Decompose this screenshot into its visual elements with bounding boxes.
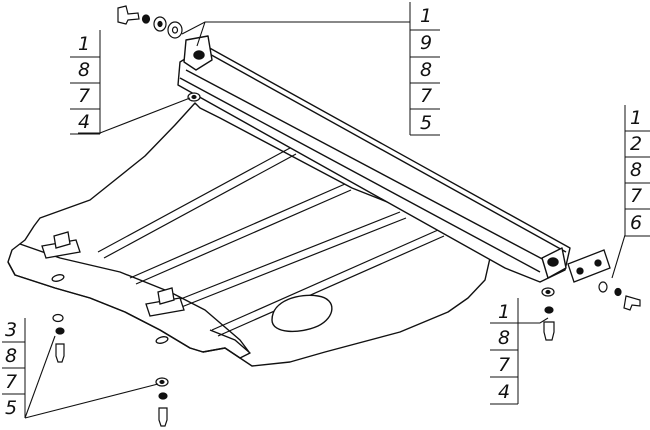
rib-2 xyxy=(129,183,346,279)
upper-left-washer-hole xyxy=(191,94,197,100)
rib-2b xyxy=(135,189,352,285)
right-washer xyxy=(598,281,608,293)
crossbar-top-edge xyxy=(185,69,549,263)
top-bolt xyxy=(117,5,140,25)
ll-washer-1 xyxy=(52,313,64,323)
callout-center-bolt-2: 7 xyxy=(498,354,510,376)
crossbar-inner-edge xyxy=(205,51,567,253)
ll-nut-1 xyxy=(55,327,65,335)
rib-1 xyxy=(97,147,291,253)
callout-upper-left-1: 8 xyxy=(78,59,90,81)
callout-center-bolt: 1 8 7 4 xyxy=(490,298,519,405)
right-bolt-set xyxy=(598,281,641,311)
center-nut xyxy=(544,306,554,314)
left-bracket-hole xyxy=(193,50,205,60)
right-bolt xyxy=(623,295,641,311)
leader-lines xyxy=(24,21,626,419)
callout-lower-left-2: 7 xyxy=(5,371,17,393)
callout-right-side-4: 6 xyxy=(630,212,642,234)
lower-left-bolt-set xyxy=(52,313,169,427)
callout-lower-left: 3 8 7 5 xyxy=(2,318,26,419)
right-bracket-hole xyxy=(547,257,559,267)
callout-upper-left: 1 8 7 4 xyxy=(70,30,101,135)
callout-upper-left-3: 4 xyxy=(78,111,90,133)
ll-bolt-1 xyxy=(55,343,65,363)
callout-lower-left-1: 8 xyxy=(5,345,17,367)
callout-top-bolt-0: 1 xyxy=(420,5,432,27)
rib-1b xyxy=(103,153,297,259)
callout-right-side-2: 8 xyxy=(630,159,642,181)
callout-lower-left-3: 5 xyxy=(5,397,17,419)
callout-right-side-1: 2 xyxy=(630,133,642,155)
leader-right xyxy=(611,234,626,279)
right-nut xyxy=(614,287,622,297)
rib-4 xyxy=(211,229,439,331)
front-tabs xyxy=(41,231,185,344)
tab-left-stem xyxy=(53,231,71,249)
top-bolt-set xyxy=(117,5,183,39)
oval-cutout xyxy=(271,294,333,333)
ll-washer-2-hole xyxy=(159,379,165,385)
rib-3b xyxy=(173,217,407,311)
callout-upper-left-2: 7 xyxy=(78,85,90,107)
crossbar xyxy=(177,35,571,283)
center-bolt xyxy=(543,321,555,341)
top-washer-1-hole xyxy=(157,20,163,28)
mount-hole-2 xyxy=(594,259,602,267)
leader-top-2 xyxy=(196,21,206,47)
callout-center-bolt-0: 1 xyxy=(498,301,510,323)
callout-right-side: 1 2 8 7 6 xyxy=(624,105,650,237)
mount-hole-1 xyxy=(576,267,584,275)
leader-lower-left-2 xyxy=(24,383,159,419)
top-washer-2-hole xyxy=(171,26,179,34)
slot-left xyxy=(51,274,65,282)
callout-right-side-3: 7 xyxy=(630,185,642,207)
rib-3 xyxy=(167,211,401,305)
stiffening-ribs xyxy=(97,147,445,337)
tab-right-stem xyxy=(157,287,175,305)
callout-center-bolt-1: 8 xyxy=(498,327,510,349)
callout-top-bolt-2: 8 xyxy=(420,59,432,81)
callout-upper-left-0: 1 xyxy=(78,33,90,55)
rear-mount-plate xyxy=(567,249,611,283)
center-bolt-set xyxy=(541,287,555,341)
leader-lower-left-1 xyxy=(24,335,56,419)
hardware xyxy=(52,5,641,427)
ll-bolt-2 xyxy=(158,407,168,427)
crossbar-mid-edge xyxy=(179,77,541,273)
callout-lower-left-0: 3 xyxy=(5,319,17,341)
cutout-ring xyxy=(271,294,333,333)
rib-4b xyxy=(217,235,445,337)
callout-top-bolt-1: 9 xyxy=(420,32,432,54)
callout-top-bolt: 1 9 8 7 5 xyxy=(409,2,440,136)
center-washer-hole xyxy=(545,289,551,295)
slot-right xyxy=(155,336,169,344)
top-nut xyxy=(141,14,151,24)
ll-nut-2 xyxy=(158,392,168,400)
callout-top-bolt-3: 7 xyxy=(420,85,432,107)
callout-center-bolt-3: 4 xyxy=(498,381,510,403)
front-lip xyxy=(7,261,251,359)
callout-right-side-0: 1 xyxy=(630,107,642,129)
callout-top-bolt-4: 5 xyxy=(420,112,432,134)
